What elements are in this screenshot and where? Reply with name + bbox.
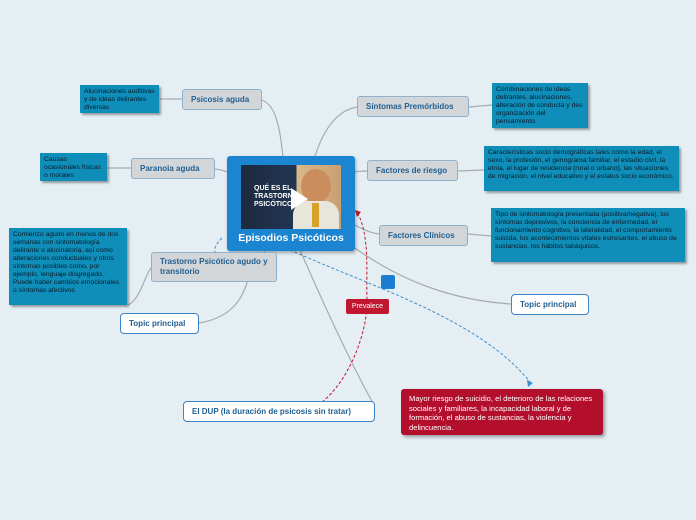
relation-dashed-blue [290, 250, 530, 382]
topic-label: Topic principal [129, 319, 185, 329]
connector-note-caracteristicas [458, 170, 484, 171]
topic-label: Trastorno Psicótico agudo y transitorio [160, 257, 268, 277]
connector-paranoia [214, 169, 227, 172]
arrowhead-red [355, 210, 361, 217]
topic-label: Síntomas Premórbidos [366, 102, 454, 112]
arrowhead-blue [527, 380, 533, 387]
relation-trastorno-arrow [215, 238, 222, 252]
central-title: Episodios Psicóticos [227, 232, 355, 244]
connector-note-combinaciones [469, 105, 492, 107]
topic-label: El DUP (la duración de psicosis sin trat… [192, 407, 351, 417]
connector-psicosis [262, 100, 283, 158]
relationship-handle[interactable] [381, 275, 395, 289]
connector-factores-clinicos [355, 225, 379, 234]
topic-factores-clinicos[interactable]: Factores Clínicos [379, 225, 468, 246]
topic-trastorno-psicotico[interactable]: Trastorno Psicótico agudo y transitorio [151, 252, 277, 282]
connector-topic-right [355, 248, 511, 304]
note-tipo: Tipo de sintomatología presentada (posit… [491, 208, 685, 262]
connector-note-tipo [468, 234, 491, 236]
topic-dup[interactable]: El DUP (la duración de psicosis sin trat… [183, 401, 375, 422]
topic-label: Paranoia aguda [140, 164, 200, 174]
connector-note-comienzo [128, 268, 151, 305]
note-causas: Causas ocasionales físicas o morales [40, 153, 107, 181]
connector-factores-riesgo [355, 171, 367, 172]
topic-psicosis-aguda[interactable]: Psicosis aguda [182, 89, 262, 110]
video-thumbnail[interactable]: QUÉ ES EL TRASTORNO PSICÓTICO [241, 165, 341, 229]
connector-dup [300, 250, 374, 405]
topic-label: Topic principal [520, 300, 576, 310]
alert-riesgo-suicidio[interactable]: Mayor riesgo de suicidio, el deterioro d… [401, 389, 603, 435]
topic-principal-right[interactable]: Topic principal [511, 294, 589, 315]
note-comienzo: Comienzo agudo en menos de dos semanas c… [9, 228, 127, 305]
play-icon[interactable] [291, 188, 308, 210]
topic-label: Psicosis aguda [191, 95, 249, 105]
central-topic[interactable]: QUÉ ES EL TRASTORNO PSICÓTICO Episodios … [227, 156, 355, 251]
note-combinaciones: Combinaciones de ideas delirantes, aluci… [492, 83, 588, 128]
connector-sintomas [315, 107, 357, 156]
topic-principal-left[interactable]: Topic principal [120, 313, 199, 334]
topic-label: Factores Clínicos [388, 231, 455, 241]
topic-factores-riesgo[interactable]: Factores de riesgo [367, 160, 458, 181]
relationship-label[interactable]: Prevalece [346, 299, 389, 314]
note-alucinaciones: Alucinaciones auditivas y de ideas delir… [80, 85, 159, 113]
topic-paranoia-aguda[interactable]: Paranoia aguda [131, 158, 215, 179]
note-caracteristicas: Características socio demográficas tales… [484, 146, 679, 191]
topic-label: Factores de riesgo [376, 166, 447, 176]
topic-sintomas-premorbidos[interactable]: Síntomas Premórbidos [357, 96, 469, 117]
person-tie [312, 203, 319, 227]
